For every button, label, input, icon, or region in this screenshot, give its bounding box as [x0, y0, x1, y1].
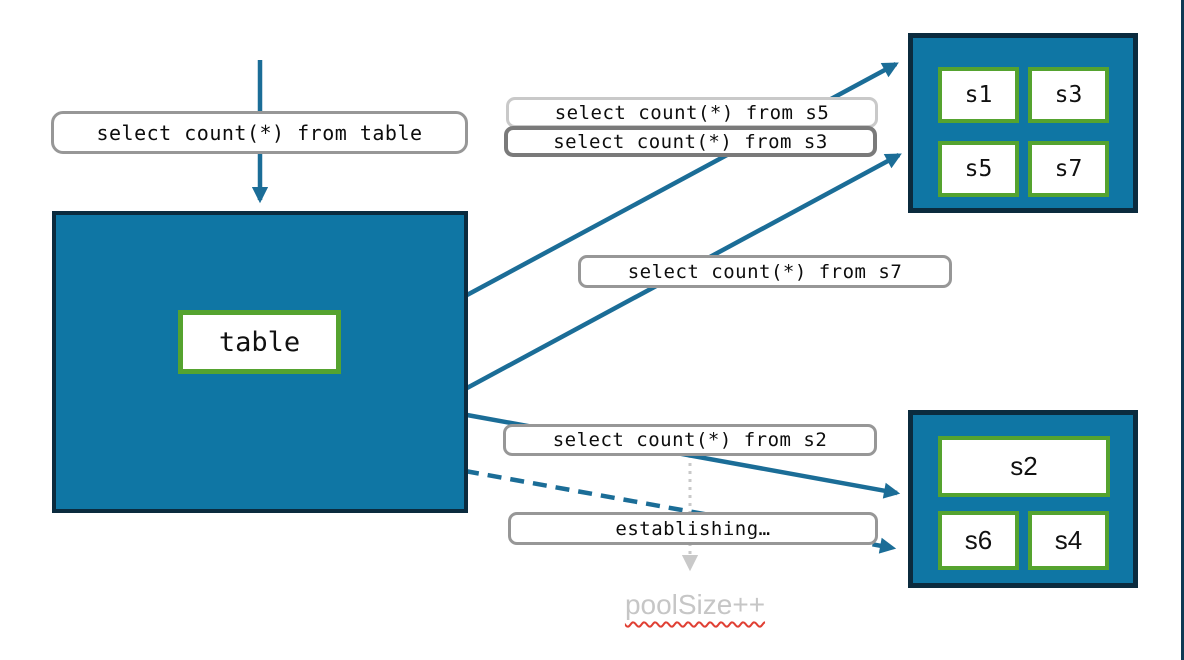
query-label-s3: select count(*) from s3 — [504, 126, 877, 157]
shard-s1: s1 — [938, 67, 1019, 123]
query-label-s7: select count(*) from s7 — [578, 255, 952, 288]
table-box: table — [52, 211, 468, 513]
right-edge-line — [1181, 0, 1184, 660]
shard-group-bottom: s2 s6 s4 — [908, 410, 1138, 588]
query-label-table: select count(*) from table — [51, 111, 468, 154]
establishing-label: establishing… — [508, 512, 878, 545]
query-label-s5: select count(*) from s5 — [506, 97, 878, 128]
arrow-establishing-dashed — [464, 468, 897, 554]
table-label: table — [178, 310, 341, 374]
shard-s7: s7 — [1028, 141, 1109, 197]
shard-s6: s6 — [938, 511, 1019, 570]
shard-group-top: s1 s3 s5 s7 — [908, 33, 1138, 213]
query-label-s2: select count(*) from s2 — [503, 424, 877, 456]
poolsize-text: poolSize++ — [624, 589, 766, 620]
shard-s2: s2 — [938, 436, 1110, 497]
shard-s5: s5 — [938, 141, 1019, 197]
shard-s3: s3 — [1028, 67, 1109, 123]
shard-s4: s4 — [1028, 511, 1109, 570]
